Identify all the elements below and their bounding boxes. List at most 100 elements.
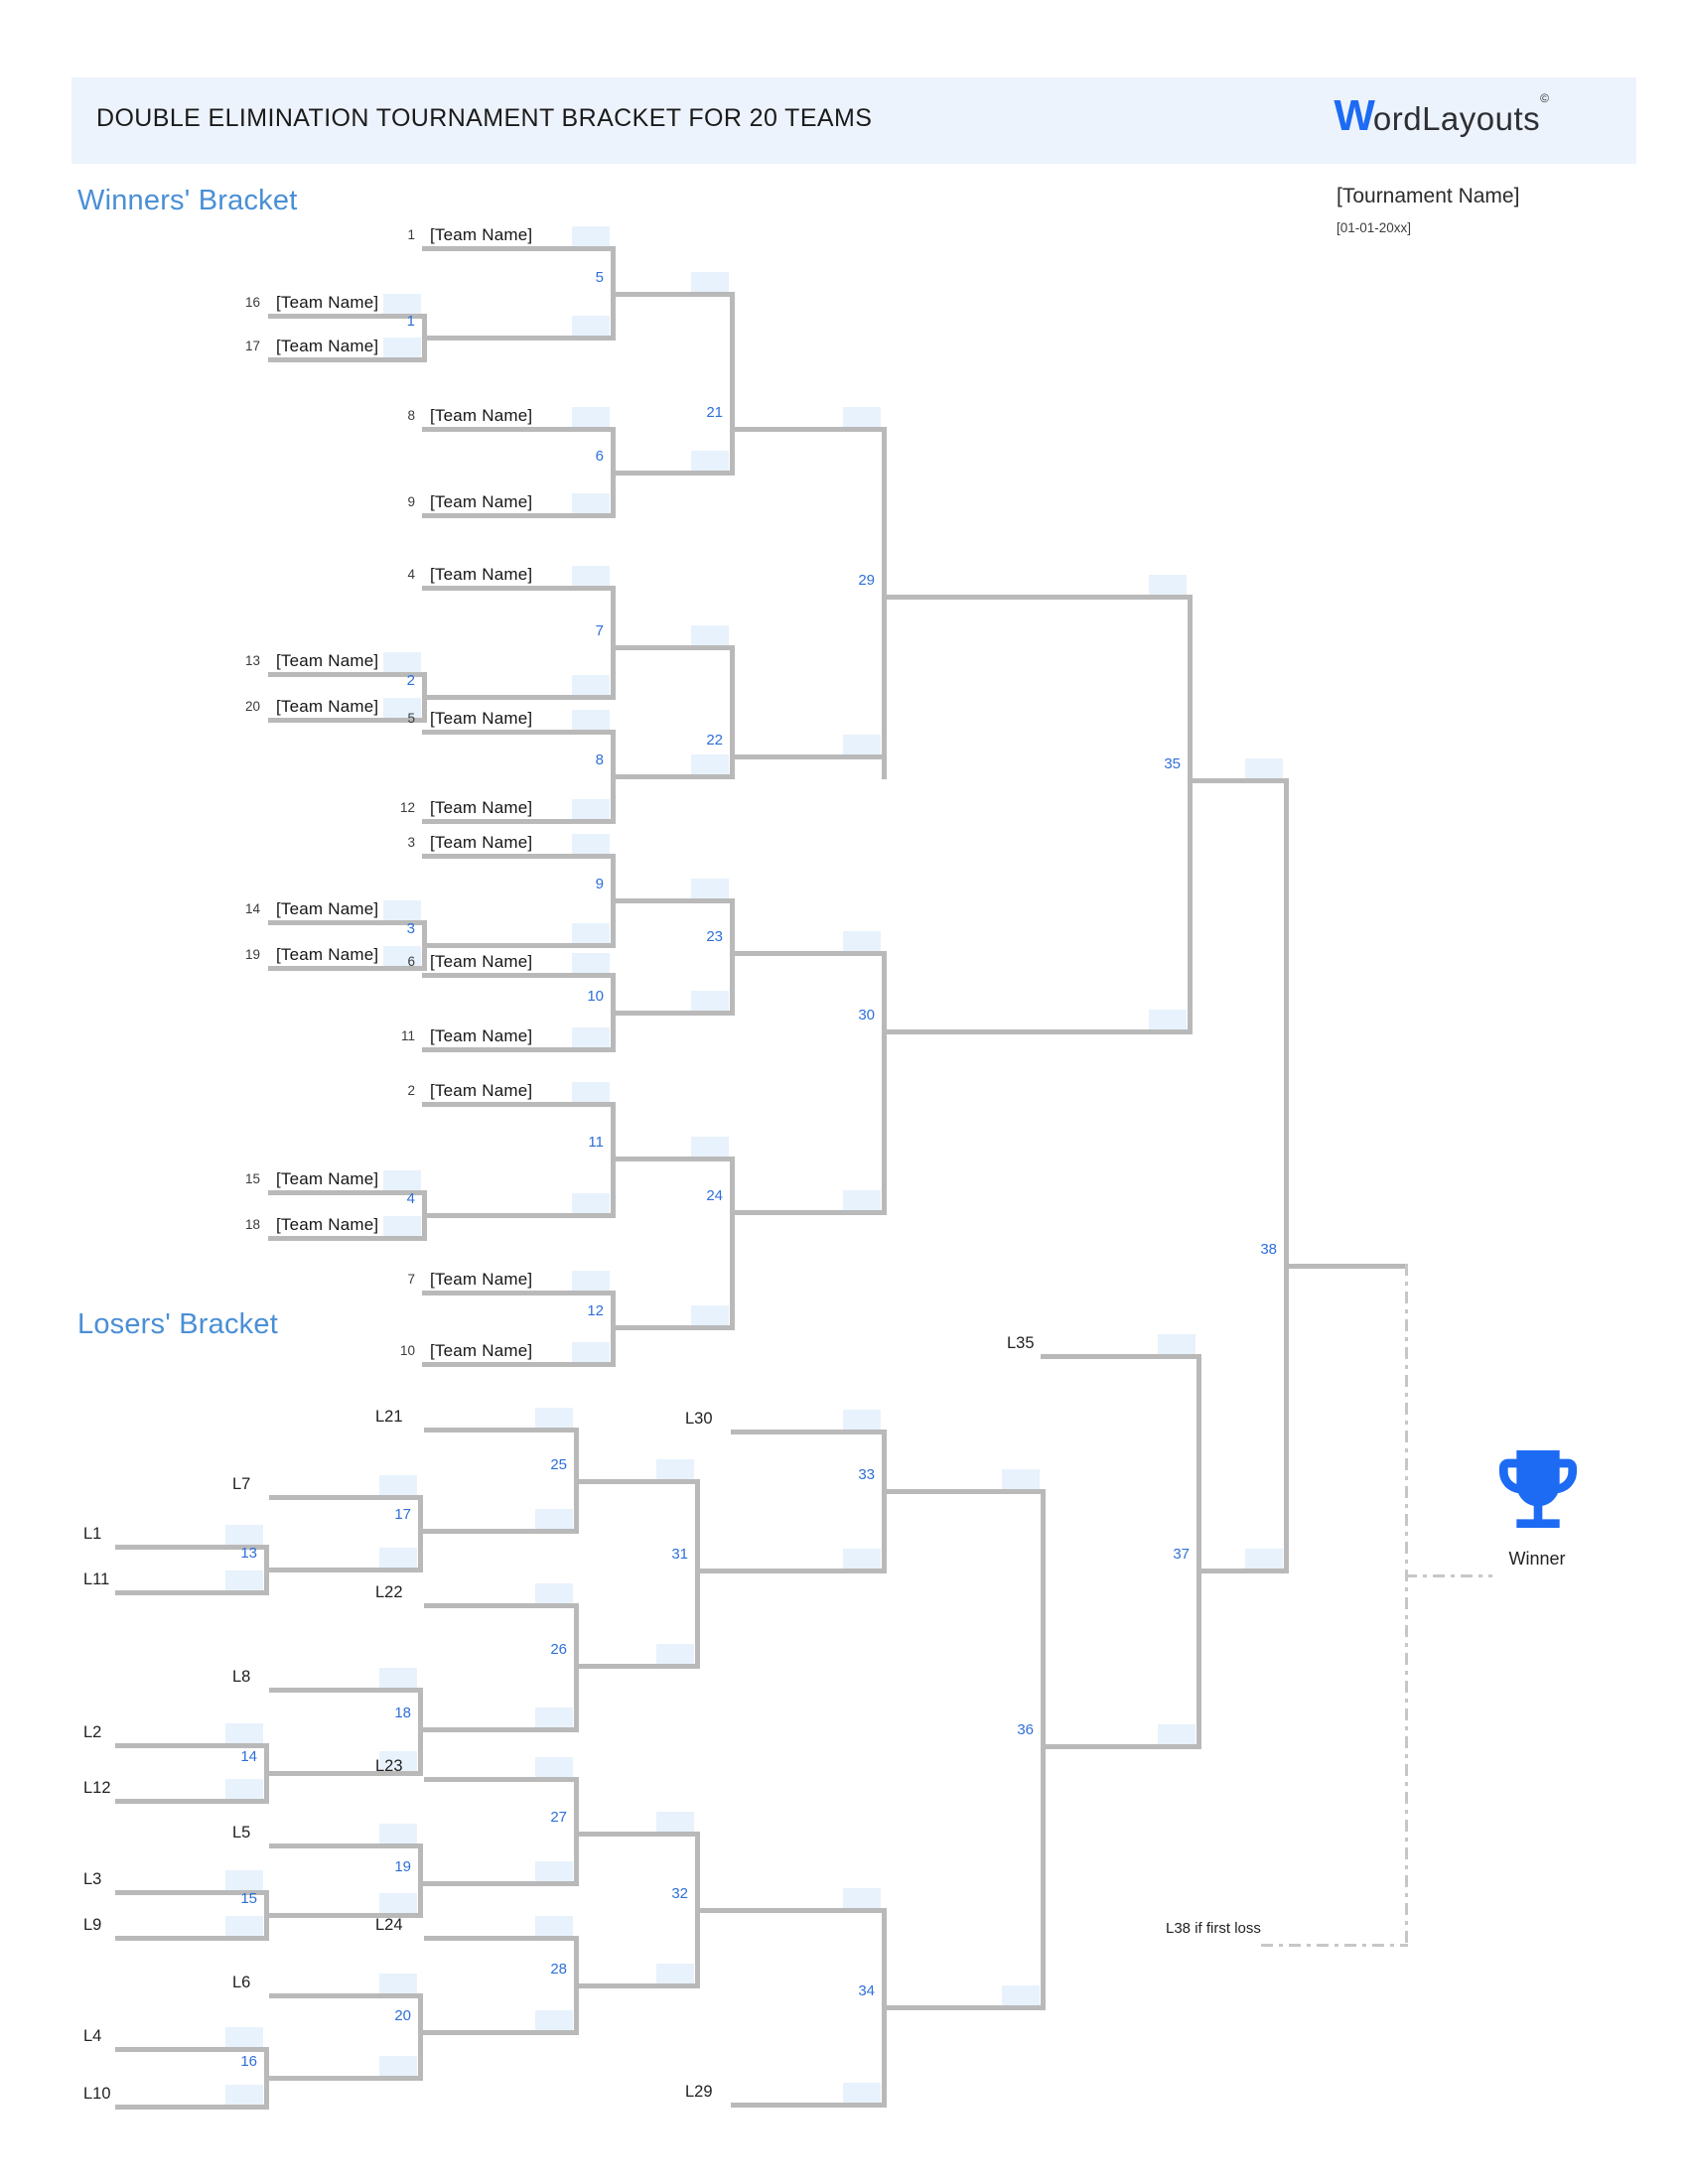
score-box[interactable]: [572, 493, 610, 513]
score-box[interactable]: [379, 1974, 417, 1993]
score-box[interactable]: [383, 294, 421, 314]
score-box[interactable]: [383, 1216, 421, 1236]
team-name[interactable]: [Team Name]: [430, 952, 533, 971]
score-box[interactable]: [691, 1305, 729, 1325]
score-box[interactable]: [1002, 1985, 1040, 2005]
score-box[interactable]: [572, 226, 610, 246]
team-name[interactable]: [Team Name]: [430, 1341, 533, 1360]
team-name[interactable]: [Team Name]: [276, 697, 379, 716]
team-name[interactable]: [Team Name]: [430, 1026, 533, 1045]
score-box[interactable]: [691, 991, 729, 1011]
score-box[interactable]: [572, 799, 610, 819]
team-name[interactable]: [Team Name]: [430, 833, 533, 852]
team-name[interactable]: [Team Name]: [276, 651, 379, 670]
score-box[interactable]: [843, 735, 881, 754]
team-name[interactable]: [Team Name]: [276, 945, 379, 964]
team-name[interactable]: [Team Name]: [430, 492, 533, 511]
score-box[interactable]: [225, 1870, 263, 1890]
bracket-line: [264, 1771, 423, 1776]
score-box[interactable]: [691, 754, 729, 774]
score-box[interactable]: [383, 652, 421, 672]
score-box[interactable]: [379, 1548, 417, 1568]
tournament-date-field[interactable]: [01-01-20xx]: [1336, 220, 1412, 235]
score-box[interactable]: [379, 1751, 417, 1771]
score-box[interactable]: [225, 2085, 263, 2105]
score-box[interactable]: [535, 1757, 573, 1777]
team-name[interactable]: [Team Name]: [276, 1215, 379, 1234]
team-name[interactable]: [Team Name]: [276, 899, 379, 918]
score-box[interactable]: [843, 1410, 881, 1430]
score-box[interactable]: [572, 675, 610, 695]
team-name[interactable]: [Team Name]: [276, 293, 379, 312]
team-name[interactable]: [Team Name]: [430, 406, 533, 425]
score-box[interactable]: [379, 1668, 417, 1688]
score-box[interactable]: [379, 1824, 417, 1843]
score-box[interactable]: [572, 1027, 610, 1047]
team-name[interactable]: [Team Name]: [430, 1081, 533, 1100]
score-box[interactable]: [225, 2027, 263, 2047]
team-name[interactable]: [Team Name]: [430, 565, 533, 584]
score-box[interactable]: [843, 2083, 881, 2103]
score-box[interactable]: [656, 1459, 694, 1479]
score-box[interactable]: [572, 710, 610, 730]
team-name[interactable]: [Team Name]: [430, 1270, 533, 1289]
score-box[interactable]: [535, 1408, 573, 1428]
score-box[interactable]: [535, 1583, 573, 1603]
score-box[interactable]: [225, 1779, 263, 1799]
score-box[interactable]: [383, 1170, 421, 1190]
score-box[interactable]: [843, 407, 881, 427]
team-name[interactable]: [Team Name]: [276, 337, 379, 355]
bracket-line: [730, 1210, 887, 1215]
score-box[interactable]: [535, 2010, 573, 2030]
score-box[interactable]: [383, 900, 421, 920]
score-box[interactable]: [225, 1525, 263, 1545]
score-box[interactable]: [379, 1893, 417, 1913]
score-box[interactable]: [379, 1475, 417, 1495]
score-box[interactable]: [691, 879, 729, 898]
score-box[interactable]: [383, 338, 421, 357]
score-box[interactable]: [225, 1570, 263, 1590]
score-box[interactable]: [572, 923, 610, 943]
score-box[interactable]: [225, 1723, 263, 1743]
score-box[interactable]: [843, 1549, 881, 1569]
score-box[interactable]: [225, 1916, 263, 1936]
score-box[interactable]: [535, 1707, 573, 1727]
tournament-name-field[interactable]: [Tournament Name]: [1336, 185, 1520, 207]
score-box[interactable]: [843, 1190, 881, 1210]
team-name[interactable]: [Team Name]: [430, 798, 533, 817]
score-box[interactable]: [1002, 1469, 1040, 1489]
score-box[interactable]: [1158, 1334, 1196, 1354]
score-box[interactable]: [535, 1509, 573, 1529]
score-box[interactable]: [379, 2056, 417, 2076]
score-box[interactable]: [691, 272, 729, 292]
score-box[interactable]: [656, 1812, 694, 1832]
score-box[interactable]: [1149, 1010, 1187, 1029]
score-box[interactable]: [656, 1644, 694, 1664]
score-box[interactable]: [383, 698, 421, 718]
score-box[interactable]: [691, 1137, 729, 1157]
team-name[interactable]: [Team Name]: [276, 1169, 379, 1188]
score-box[interactable]: [1149, 575, 1187, 595]
score-box[interactable]: [572, 407, 610, 427]
team-name[interactable]: [Team Name]: [430, 225, 533, 244]
score-box[interactable]: [572, 316, 610, 336]
score-box[interactable]: [572, 1271, 610, 1291]
score-box[interactable]: [656, 1964, 694, 1983]
score-box[interactable]: [691, 451, 729, 471]
score-box[interactable]: [843, 931, 881, 951]
team-name[interactable]: [Team Name]: [430, 709, 533, 728]
score-box[interactable]: [572, 1082, 610, 1102]
score-box[interactable]: [535, 1916, 573, 1936]
score-box[interactable]: [572, 1342, 610, 1362]
score-box[interactable]: [572, 566, 610, 586]
score-box[interactable]: [535, 1861, 573, 1881]
score-box[interactable]: [572, 953, 610, 973]
score-box[interactable]: [383, 946, 421, 966]
score-box[interactable]: [1245, 758, 1283, 778]
score-box[interactable]: [572, 1193, 610, 1213]
score-box[interactable]: [572, 834, 610, 854]
score-box[interactable]: [843, 1888, 881, 1908]
score-box[interactable]: [1245, 1549, 1283, 1569]
score-box[interactable]: [691, 625, 729, 645]
score-box[interactable]: [1158, 1724, 1196, 1744]
